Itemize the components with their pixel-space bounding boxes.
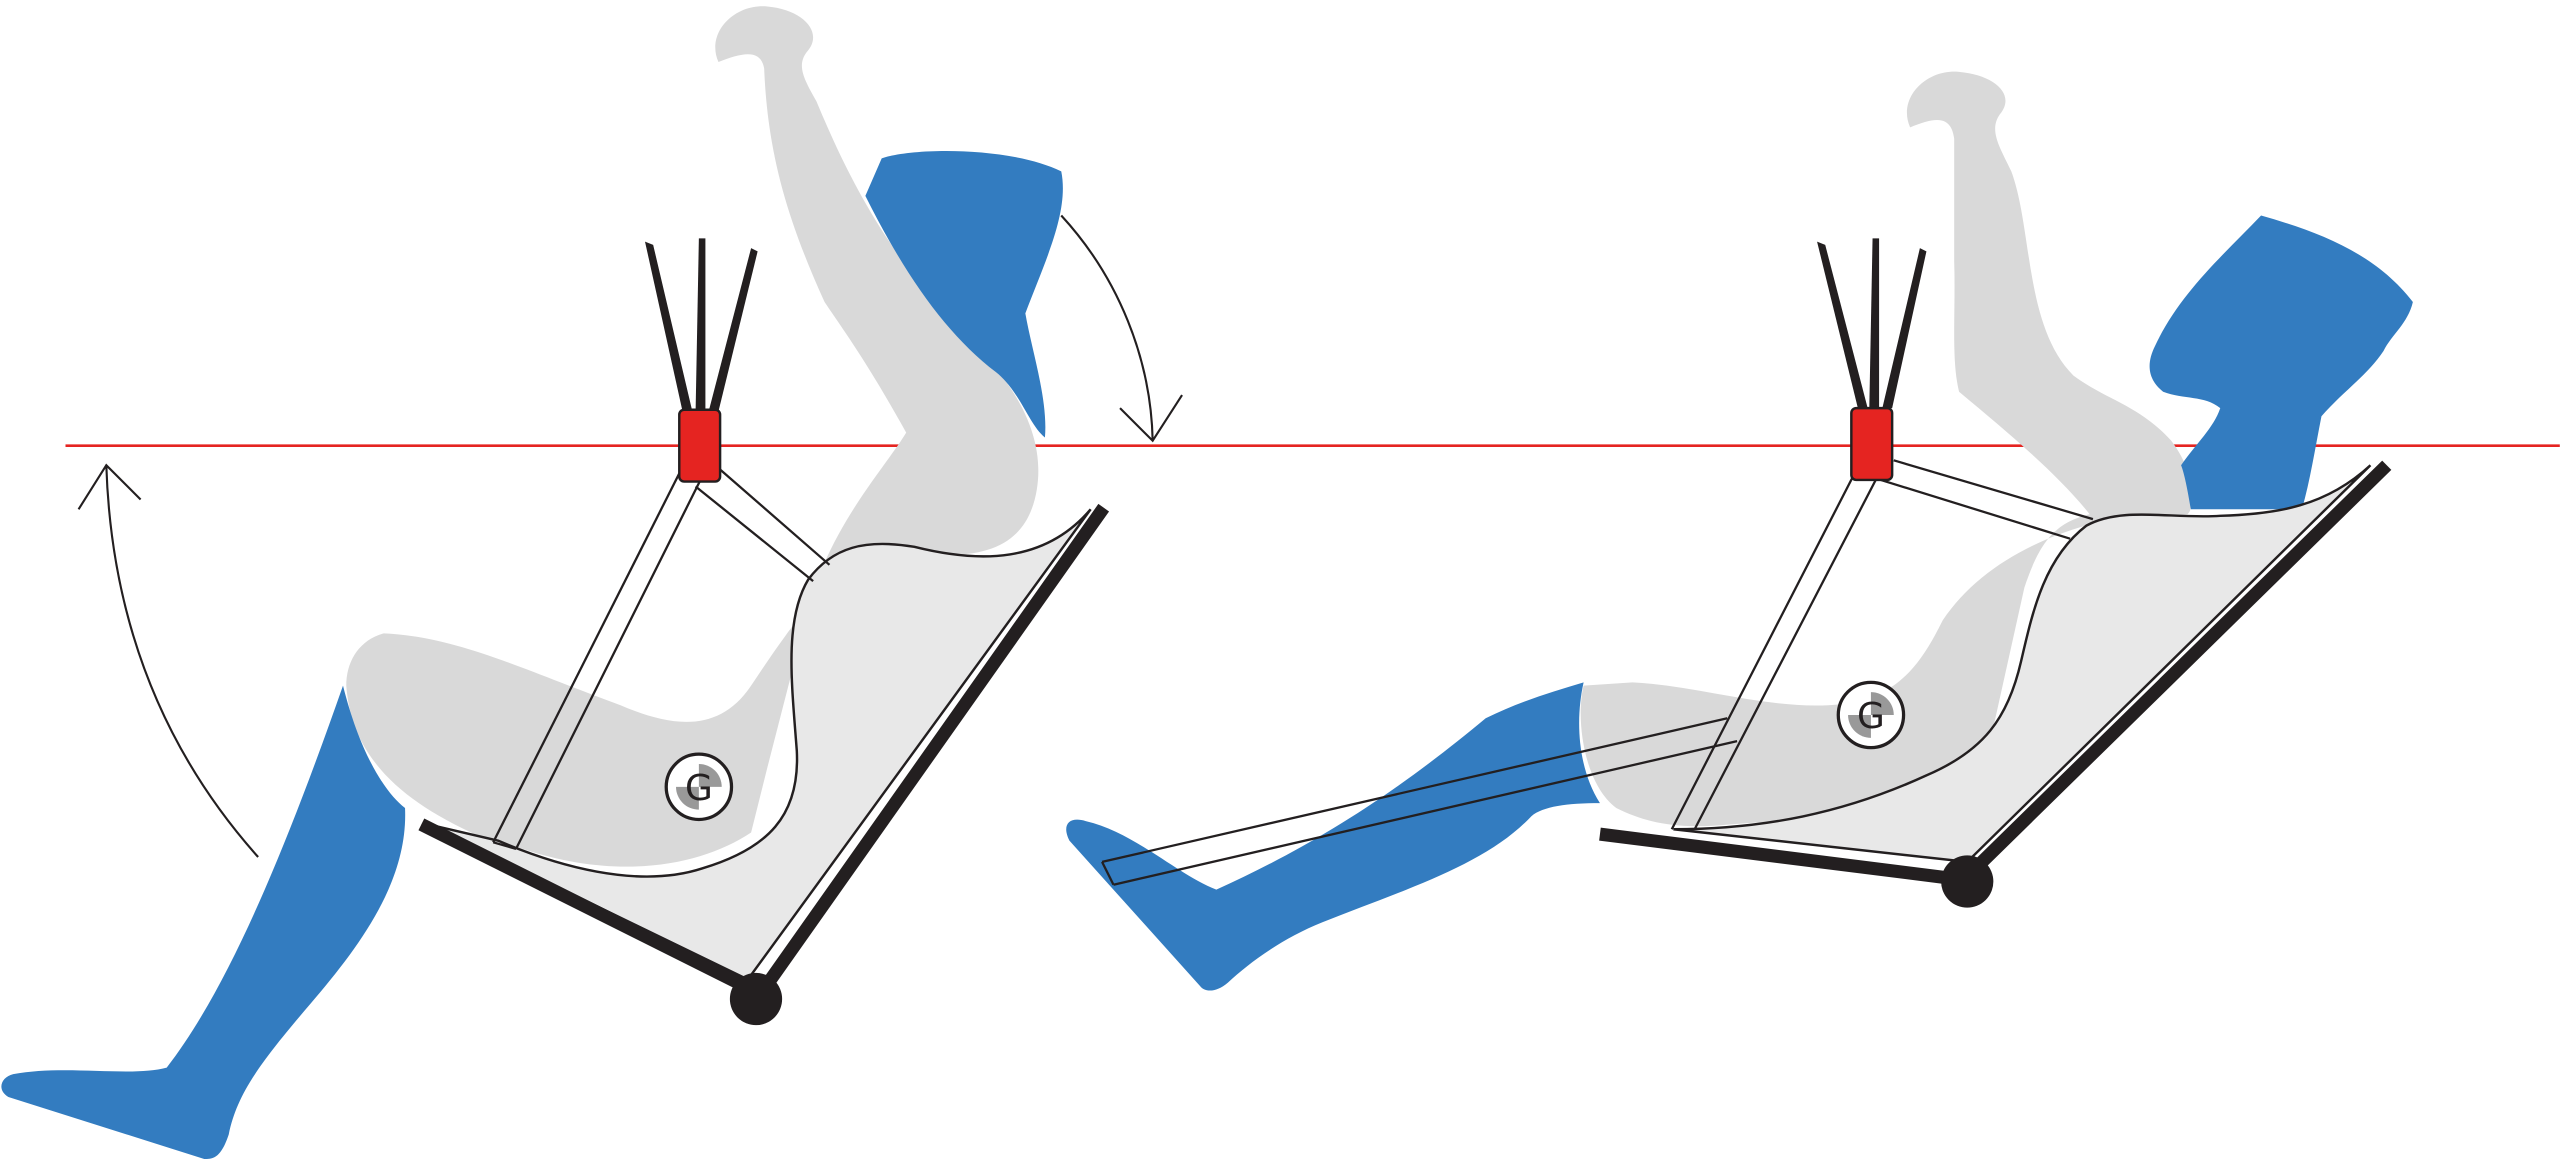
left-buckle xyxy=(678,408,722,483)
left-harness xyxy=(492,464,831,850)
right-base-bar xyxy=(1599,827,1952,885)
right-seat-shell xyxy=(1673,464,2372,864)
left-pivot xyxy=(729,972,783,1026)
left-seat-figure: G xyxy=(1,6,1183,1159)
left-lower-leg xyxy=(1,685,406,1159)
left-base-bar xyxy=(418,818,751,994)
left-seat-shell xyxy=(427,508,1092,981)
left-rotation-arrow xyxy=(77,463,259,858)
right-seat-figure: G xyxy=(1066,71,2413,991)
right-raised-leg xyxy=(2149,215,2413,510)
right-extended-leg xyxy=(1066,682,1600,991)
left-back-bar xyxy=(765,503,1110,984)
right-harness xyxy=(1101,459,2094,886)
left-cog-symbol: G xyxy=(664,752,734,822)
right-cog-label: G xyxy=(1857,696,1885,737)
right-tether-straps xyxy=(1817,238,1927,409)
right-back-bar xyxy=(1974,460,2392,870)
right-pivot xyxy=(1941,855,1994,908)
right-buckle xyxy=(1850,406,1894,482)
left-cog-label: G xyxy=(685,768,713,809)
left-tether-straps xyxy=(644,238,758,412)
left-body-silhouette xyxy=(346,6,1039,867)
right-cog-symbol: G xyxy=(1836,680,1906,750)
left-raised-leg xyxy=(865,150,1063,438)
right-rotation-arrow-left-figure xyxy=(1060,214,1183,443)
right-body-silhouette xyxy=(1580,71,2193,827)
